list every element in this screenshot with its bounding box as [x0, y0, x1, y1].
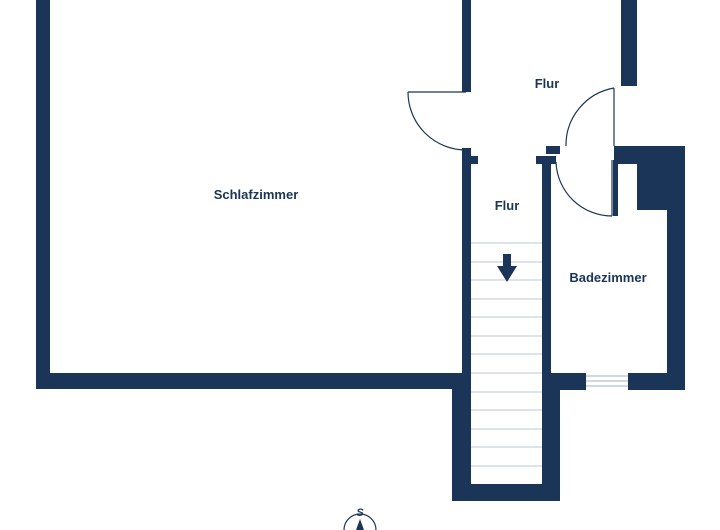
wall-bedroom-bottom — [36, 373, 470, 389]
wall-stair-left — [452, 373, 471, 501]
wall-stair-right — [542, 158, 551, 501]
stair-arrow-icon — [497, 254, 517, 282]
wall-stair-right-base — [542, 373, 560, 501]
room-label-schlafzimmer: Schlafzimmer — [214, 187, 299, 202]
wall-flur-stub-right — [536, 156, 556, 164]
room-label-flur-upper: Flur — [535, 76, 560, 91]
wall-bath-shaft — [637, 146, 670, 210]
wall-bath-bottom-left — [546, 373, 586, 390]
door-bath-lower-swing — [555, 161, 613, 217]
wall-bedroom-right-lower — [462, 148, 471, 389]
room-label-badezimmer: Badezimmer — [569, 270, 646, 285]
wall-bath-top-left — [546, 146, 560, 154]
wall-flur-stub-left — [462, 156, 478, 164]
compass-label: S — [356, 507, 364, 519]
compass-icon: S — [343, 507, 377, 530]
wall-bedroom-left — [36, 0, 50, 389]
wall-bath-right — [667, 146, 685, 390]
wall-bath-bottom-right — [628, 373, 685, 390]
wall-stair-bottom — [452, 484, 560, 501]
room-label-flur-lower: Flur — [495, 198, 520, 213]
wall-bedroom-right — [462, 0, 471, 92]
door-bedroom-swing — [407, 91, 467, 151]
wall-bath-inner-left — [613, 160, 618, 216]
door-bath-swing — [565, 87, 615, 147]
wall-flur-right — [621, 0, 637, 86]
